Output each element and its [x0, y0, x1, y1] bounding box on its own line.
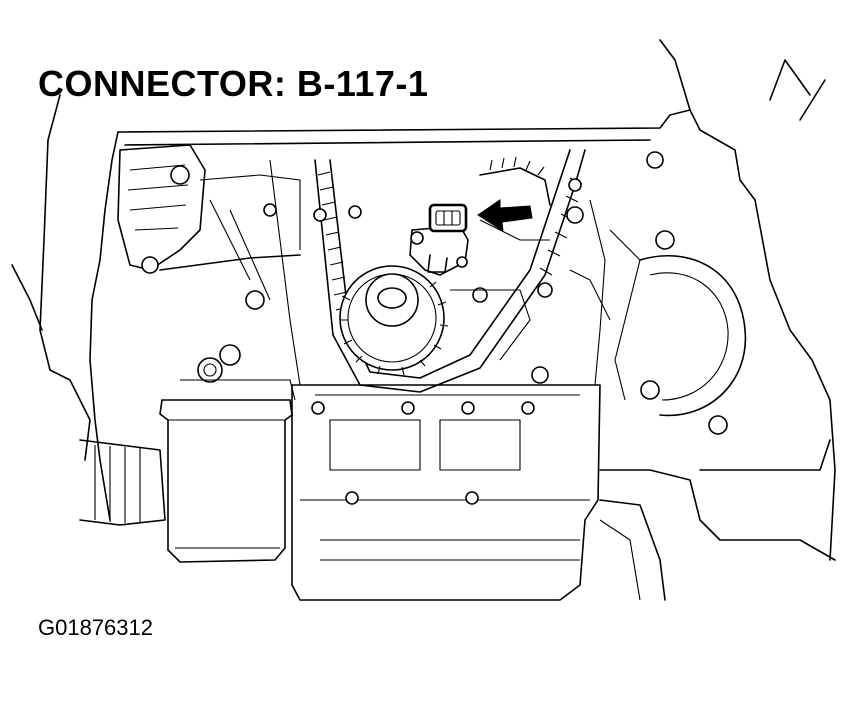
connector-b-117-1: [428, 203, 468, 233]
bolts: [197, 151, 728, 435]
crank-position-sensor: [409, 225, 469, 276]
alternator: [117, 144, 301, 274]
pointer-arrow: [477, 199, 533, 232]
engine-block-outline: [11, 39, 836, 561]
drive-shaft-boot: [79, 439, 166, 526]
diagram-title: CONNECTOR: B-117-1: [38, 63, 429, 104]
right-housing: [609, 229, 747, 417]
right-lower-pipes: [599, 439, 836, 601]
oil-pan: [291, 384, 601, 601]
figure-id: G01876312: [38, 615, 153, 640]
crankshaft-sprocket: [339, 265, 449, 376]
timing-cover-details: [180, 159, 611, 401]
oil-filter: [159, 399, 293, 563]
camshaft-gear: [479, 156, 584, 224]
